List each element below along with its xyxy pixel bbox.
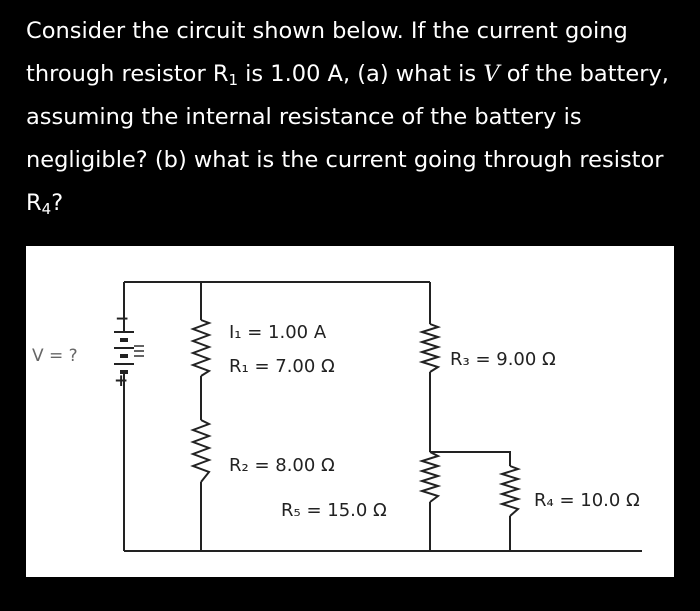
resistor-r3: [418, 323, 442, 373]
circuit-diagram-panel: V = ? − + I₁ = 1.00 A R₁ = 7.00 Ω R₂ = 8…: [26, 246, 674, 577]
resistor-r5: [418, 451, 442, 503]
battery-minus-sign: −: [115, 309, 129, 329]
r4-label: R₄ = 10.0 Ω: [534, 490, 640, 511]
r3-label: R₃ = 9.00 Ω: [450, 349, 556, 370]
resistor-r1: [190, 319, 212, 377]
i1-label: I₁ = 1.00 A: [229, 322, 327, 343]
question-part-2: is 1.00 A, (a) what is: [238, 61, 484, 87]
battery-symbol: [114, 331, 134, 374]
r1-subscript: 1: [228, 71, 239, 89]
battery-label: V = ?: [32, 346, 78, 366]
question-part-4: ?: [51, 190, 64, 216]
r5-label: R₅ = 15.0 Ω: [281, 500, 387, 521]
wire-r4-top: [430, 451, 511, 466]
battery-plus-sign: +: [114, 371, 128, 391]
r4-subscript: 4: [41, 200, 52, 218]
resistor-r4: [498, 465, 522, 517]
question-part-1: Consider the circuit shown below. If the…: [26, 18, 628, 87]
r1-label: R₁ = 7.00 Ω: [229, 356, 335, 377]
battery-dashes: [134, 345, 144, 357]
circuit-diagram: V = ? − + I₁ = 1.00 A R₁ = 7.00 Ω R₂ = 8…: [32, 281, 642, 552]
voltage-variable: V: [483, 61, 500, 87]
r2-label: R₂ = 8.00 Ω: [229, 455, 335, 476]
wire-r4-bottom: [509, 516, 642, 552]
question-text: Consider the circuit shown below. If the…: [26, 10, 686, 225]
resistor-r2: [190, 419, 212, 483]
question-part-3: of the battery, assuming the internal re…: [26, 61, 669, 216]
